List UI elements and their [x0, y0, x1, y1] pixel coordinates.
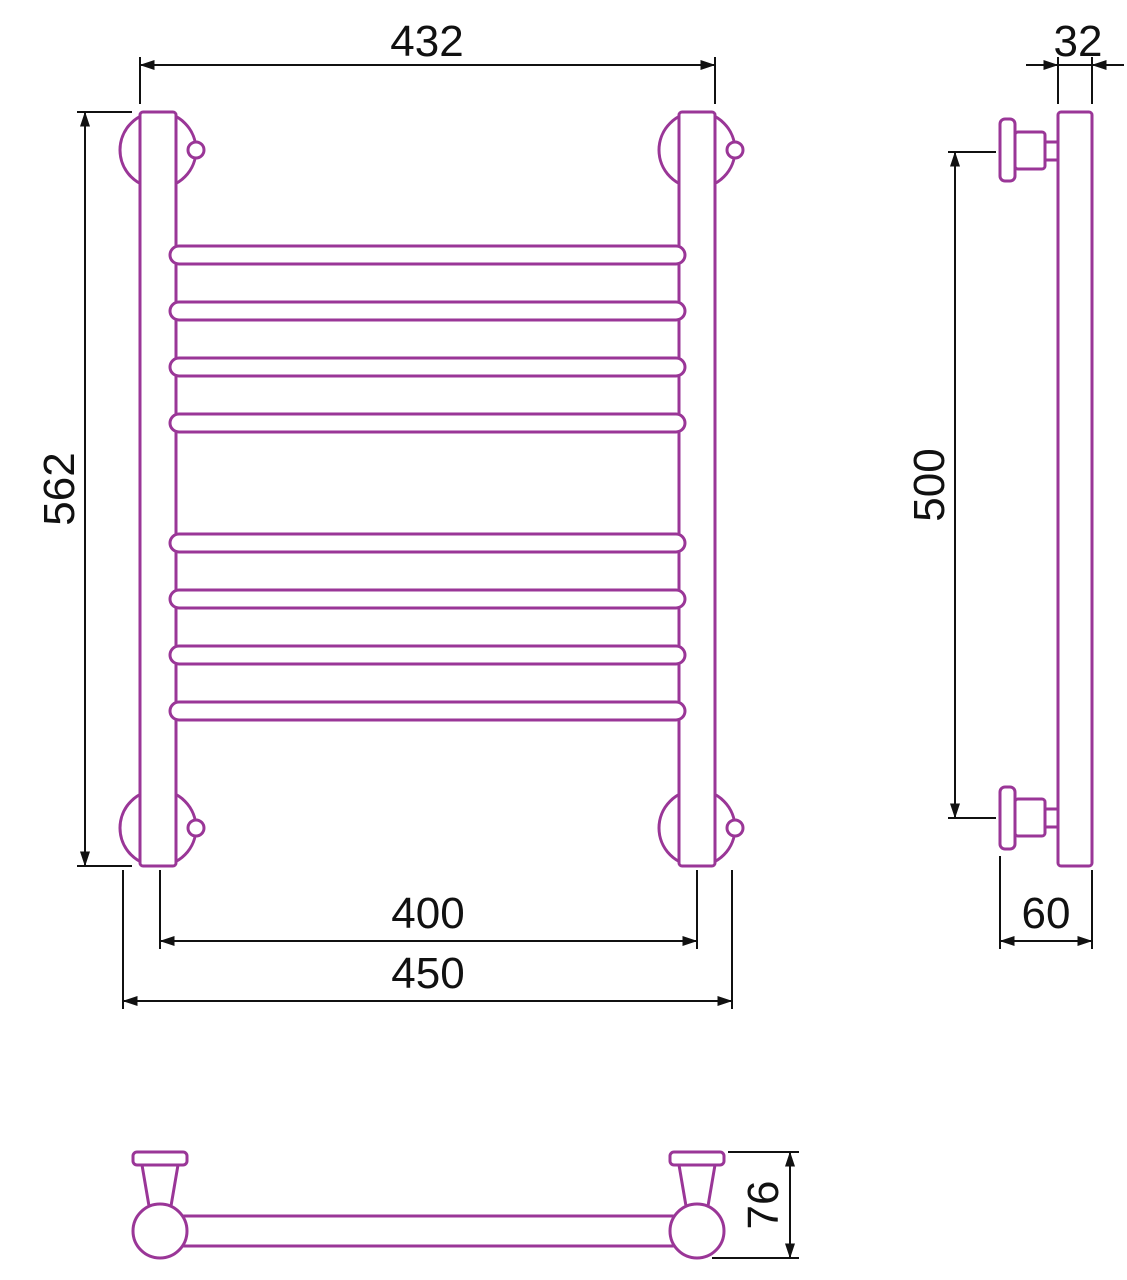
bracket-nut [1013, 797, 1047, 838]
rung-group-upper [168, 244, 687, 434]
rung [168, 588, 687, 610]
dim-label-bracket-depth: 76 [739, 1181, 788, 1230]
rung [168, 700, 687, 722]
side-view: 32 500 60 [905, 17, 1124, 949]
dim-top-width: 432 [139, 17, 716, 104]
dim-label-tube-diameter: 32 [1054, 17, 1103, 66]
side-bracket-bottom [998, 785, 1060, 851]
front-view: 432 562 400 450 [35, 17, 745, 1009]
bracket-stem [1043, 140, 1060, 162]
rung [168, 356, 687, 378]
dim-mount-height: 500 [905, 151, 996, 819]
bracket-screw [186, 140, 206, 160]
dim-label-overall-width: 450 [391, 949, 464, 998]
bracket-stem [1043, 807, 1060, 829]
bracket-screw [725, 140, 745, 160]
rung [168, 644, 687, 666]
dim-label-mount-width: 400 [391, 889, 464, 938]
rung [168, 300, 687, 322]
dim-depth: 60 [999, 856, 1093, 949]
dim-mount-width: 400 [159, 870, 698, 949]
dim-label-depth: 60 [1022, 889, 1071, 938]
bracket-flange [998, 785, 1017, 851]
top-view: 76 [131, 1150, 799, 1260]
top-view-tube [158, 1214, 699, 1248]
bracket-nut [1013, 130, 1047, 171]
dim-label-mount-height: 500 [905, 448, 954, 521]
tube-end-left [131, 1202, 189, 1260]
rung-group-lower [168, 532, 687, 722]
rung [168, 532, 687, 554]
dim-overall-width: 450 [122, 870, 733, 1009]
bracket-nut [677, 1163, 717, 1208]
rung [168, 244, 687, 266]
bracket-flange [668, 1150, 726, 1167]
right-tube [677, 110, 717, 868]
top-view-bracket-right [668, 1150, 726, 1208]
rung [168, 412, 687, 434]
dim-label-top-width: 432 [390, 17, 463, 66]
bracket-screw [725, 818, 745, 838]
side-bracket-top [998, 117, 1060, 183]
top-view-bracket-left [131, 1150, 189, 1208]
bracket-flange [131, 1150, 189, 1167]
dim-overall-height: 562 [35, 111, 132, 867]
dim-tube-diameter: 32 [1026, 17, 1124, 104]
tube-end-right [668, 1202, 726, 1260]
dim-label-overall-height: 562 [35, 452, 84, 525]
bracket-screw [186, 818, 206, 838]
bracket-nut [140, 1163, 180, 1208]
side-tube [1056, 110, 1094, 868]
dim-bracket-depth: 76 [712, 1151, 799, 1259]
bracket-flange [998, 117, 1017, 183]
left-tube [138, 110, 178, 868]
